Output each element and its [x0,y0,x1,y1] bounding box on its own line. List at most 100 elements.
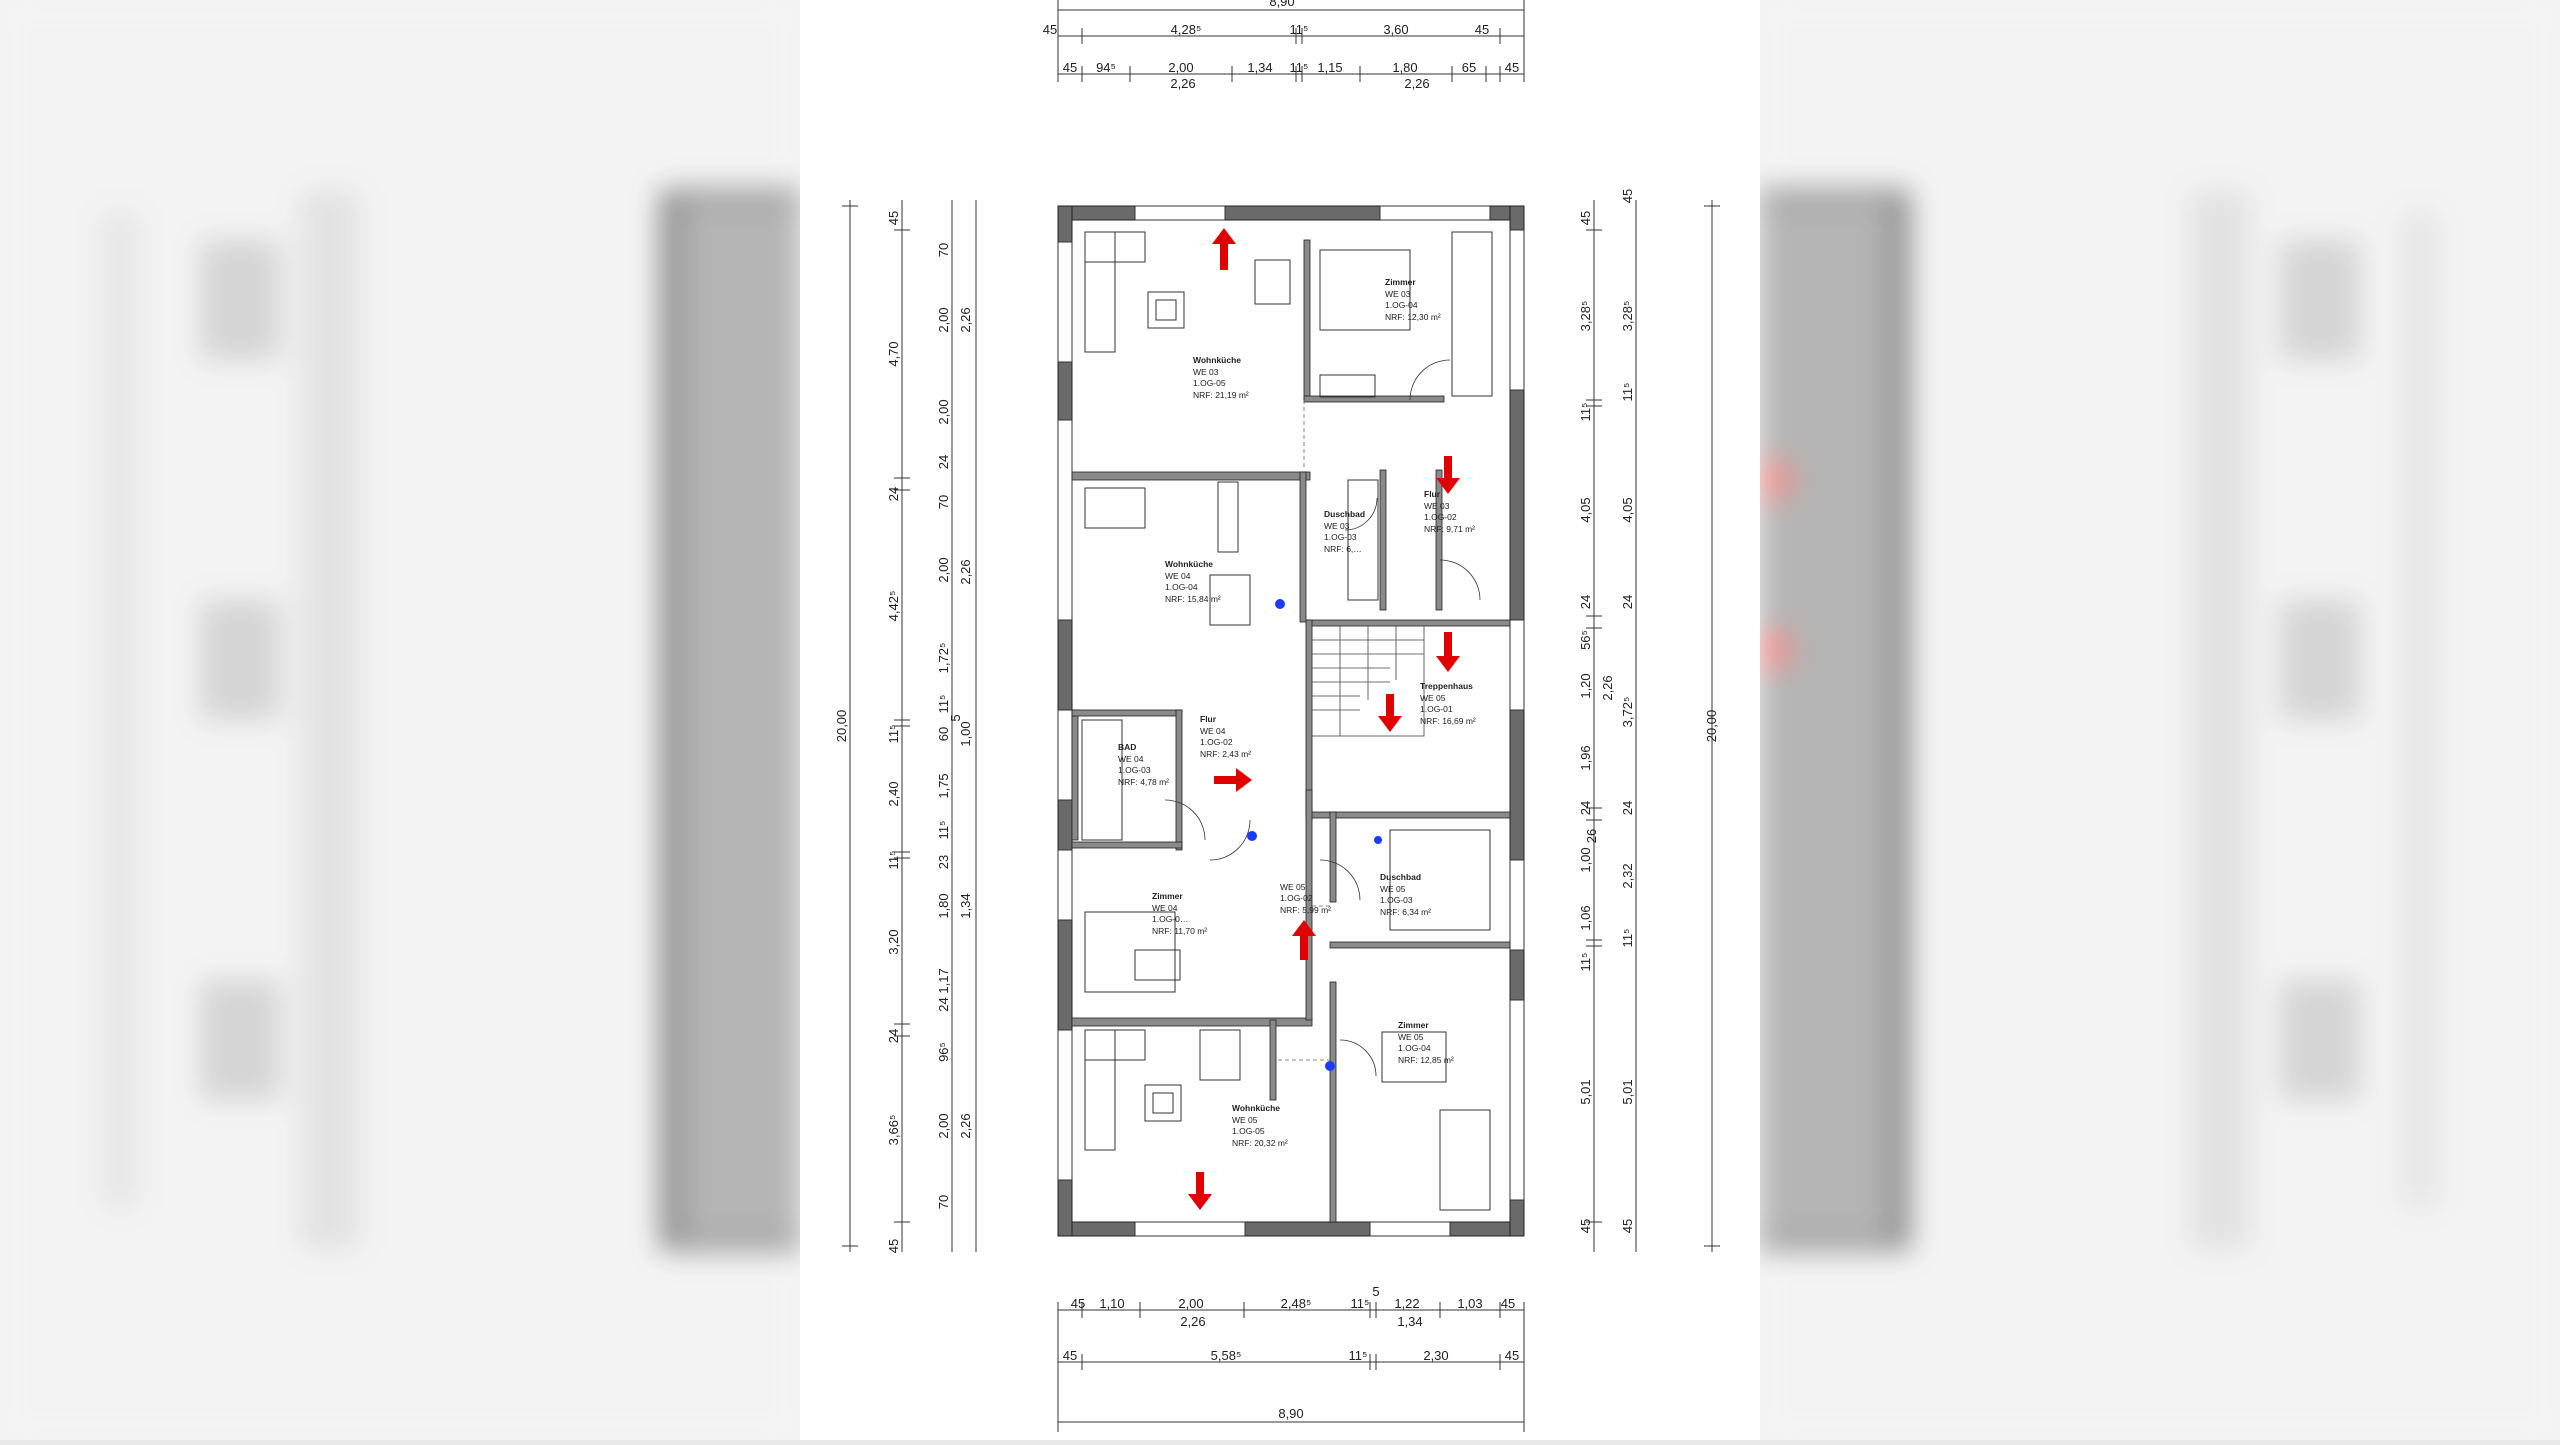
right-dim-c2-6: 3,72⁵ [1620,697,1635,728]
top-dim-1-3: 11⁵ [1290,22,1309,37]
drain-marker-icon [1325,1061,1335,1071]
bottom-sub-dim-1: 2,26 [1180,1314,1205,1329]
top-overall-dim: 8,90 [1269,0,1294,9]
right-dim-mid-1: 2,26 [1600,675,1615,700]
wardrobe-we03 [1451,231,1493,397]
svg-text:1.OG-03: 1.OG-03 [1118,765,1151,775]
table-we03 [1147,291,1185,329]
svg-text:WE 05: WE 05 [1420,693,1446,703]
svg-text:BAD: BAD [1118,742,1136,752]
room-label-zimmer-we04: Zimmer WE 04 1.OG-0… NRF: 11,70 m² [1152,891,1207,936]
svg-text:1.OG-03: 1.OG-03 [1380,895,1413,905]
room-label-zimmer-we05: Zimmer WE 05 1.OG-04 NRF: 12,85 m² [1398,1020,1454,1065]
bottom-overall-dim: 8,90 [1278,1406,1303,1421]
svg-text:1.OG-02: 1.OG-02 [1424,512,1457,522]
right-dim-10: 1,00 [1578,847,1593,872]
left-dim-c3-4: 24 [936,455,951,469]
svg-text:1.OG-04: 1.OG-04 [1398,1043,1431,1053]
svg-text:WE 04: WE 04 [1152,903,1178,913]
svg-text:NRF: 12,30 m²: NRF: 12,30 m² [1385,312,1441,322]
room-label-wohnkueche-we03: Wohnküche WE 03 1.OG-05 NRF: 21,19 m² [1193,355,1249,400]
interior-walls [1071,239,1511,1223]
svg-text:WE 05: WE 05 [1280,882,1306,892]
bottom-dim-2-2: 5,58⁵ [1211,1348,1242,1363]
left-dim-c4-3: 1,00 [958,721,973,746]
svg-text:WE 05: WE 05 [1380,884,1406,894]
dining-table-we03 [1254,259,1291,305]
bathroom-fixtures-we04 [1081,719,1123,841]
svg-text:NRF: 2,43 m²: NRF: 2,43 m² [1200,749,1251,759]
left-dimension-chain [842,200,977,1252]
left-dim-c3-11: 11⁵ [936,821,951,840]
bottom-dim-1-8: 45 [1501,1296,1515,1311]
svg-text:Wohnküche: Wohnküche [1193,355,1241,365]
left-dim-c3-14: 24 1,17 [936,968,951,1011]
svg-text:NRF: 6,…: NRF: 6,… [1324,544,1362,554]
arrow-up-icon [1212,228,1236,270]
svg-text:Zimmer: Zimmer [1152,891,1183,901]
bottom-dimension-chain [1057,1302,1525,1432]
left-dim-6: 2,40 [886,781,901,806]
left-dim-c3-5: 70 [936,495,951,509]
top-dim-2-2: 94⁵ [1096,60,1116,75]
room-label-flur-we05: WE 05 1.OG-02 NRF: 5,99 m² [1280,882,1331,915]
left-dim-3: 24 [886,487,901,501]
drain-marker-icon [1275,599,1285,609]
right-dim-c2-1: 45 [1620,189,1635,203]
svg-text:1.OG-05: 1.OG-05 [1232,1126,1265,1136]
top-dim-2-6: 1,15 [1317,60,1342,75]
room-label-bad-we04: BAD WE 04 1.OG-03 NRF: 4,78 m² [1118,742,1169,787]
floor-plan-drawing: 8,90 45 4,28⁵ 11⁵ 3,60 45 45 94⁵ 2,00 1,… [834,0,1720,1432]
left-dim-c3-15: 96⁵ [936,1042,951,1062]
bed-we03 [1319,249,1411,331]
svg-text:Flur: Flur [1424,489,1441,499]
svg-text:NRF: 4,78 m²: NRF: 4,78 m² [1118,777,1169,787]
top-dim-2-4: 1,34 [1247,60,1272,75]
bottom-dim-1-3: 2,00 [1178,1296,1203,1311]
svg-text:NRF: 11,70 m²: NRF: 11,70 m² [1152,926,1207,936]
svg-text:Duschbad: Duschbad [1324,509,1365,519]
svg-text:NRF: 12,85 m²: NRF: 12,85 m² [1398,1055,1454,1065]
svg-text:NRF: 20,32 m²: NRF: 20,32 m² [1232,1138,1288,1148]
left-dim-c3-10: 1,75 [936,773,951,798]
bottom-dim-2-1: 45 [1063,1348,1077,1363]
svg-text:1.OG-05: 1.OG-05 [1193,378,1226,388]
escape-route-arrows [1188,228,1460,1210]
left-dim-c3-1: 70 [936,243,951,257]
right-dim-c2-11: 45 [1620,1219,1635,1233]
left-dim-11: 45 [886,1239,901,1253]
right-dim-c2-7: 24 [1620,801,1635,815]
svg-text:WE 03: WE 03 [1324,521,1350,531]
drain-marker-icon [1374,836,1382,844]
left-dim-c3-17: 70 [936,1195,951,1209]
svg-text:NRF: 6,34 m²: NRF: 6,34 m² [1380,907,1431,917]
top-dim-2-5: 11⁵ [1290,60,1309,75]
right-dim-13: 5,01 [1578,1079,1593,1104]
right-dim-6: 56⁵ [1578,630,1593,650]
bottom-dim-1-6: 1,22 [1394,1296,1419,1311]
svg-text:1.OG-03: 1.OG-03 [1324,532,1357,542]
sofa-we03 [1084,231,1116,353]
svg-text:1.OG-04: 1.OG-04 [1385,300,1418,310]
left-dim-c3-8: 11⁵ [936,695,951,714]
right-dim-9: 24 [1578,801,1593,815]
right-dim-1: 45 [1578,211,1593,225]
top-dim-1-1: 45 [1043,22,1057,37]
floor-plan-viewer: 8,90 45 4,28⁵ 11⁵ 3,60 45 45 94⁵ 2,00 1,… [800,0,1760,1440]
svg-text:NRF: 5,99 m²: NRF: 5,99 m² [1280,905,1331,915]
room-label-wohnkueche-we04: Wohnküche WE 04 1.OG-04 NRF: 15,84 m² [1165,559,1221,604]
top-dim-1-2: 4,28⁵ [1171,22,1202,37]
fixture-markers [1247,599,1382,1071]
left-dim-4: 4,42⁵ [886,591,901,622]
sofa-we05 [1084,1029,1116,1151]
top-dim-2-1: 45 [1063,60,1077,75]
room-label-wohnkueche-we05: Wohnküche WE 05 1.OG-05 NRF: 20,32 m² [1232,1103,1288,1148]
svg-text:WE 03: WE 03 [1424,501,1450,511]
arrow-down-icon [1436,456,1460,494]
left-dim-8: 3,20 [886,929,901,954]
right-dim-5: 24 [1578,595,1593,609]
svg-text:WE 05: WE 05 [1398,1032,1424,1042]
right-dim-c2-9: 11⁵ [1620,929,1635,948]
left-overall-dim: 20,00 [834,710,849,743]
